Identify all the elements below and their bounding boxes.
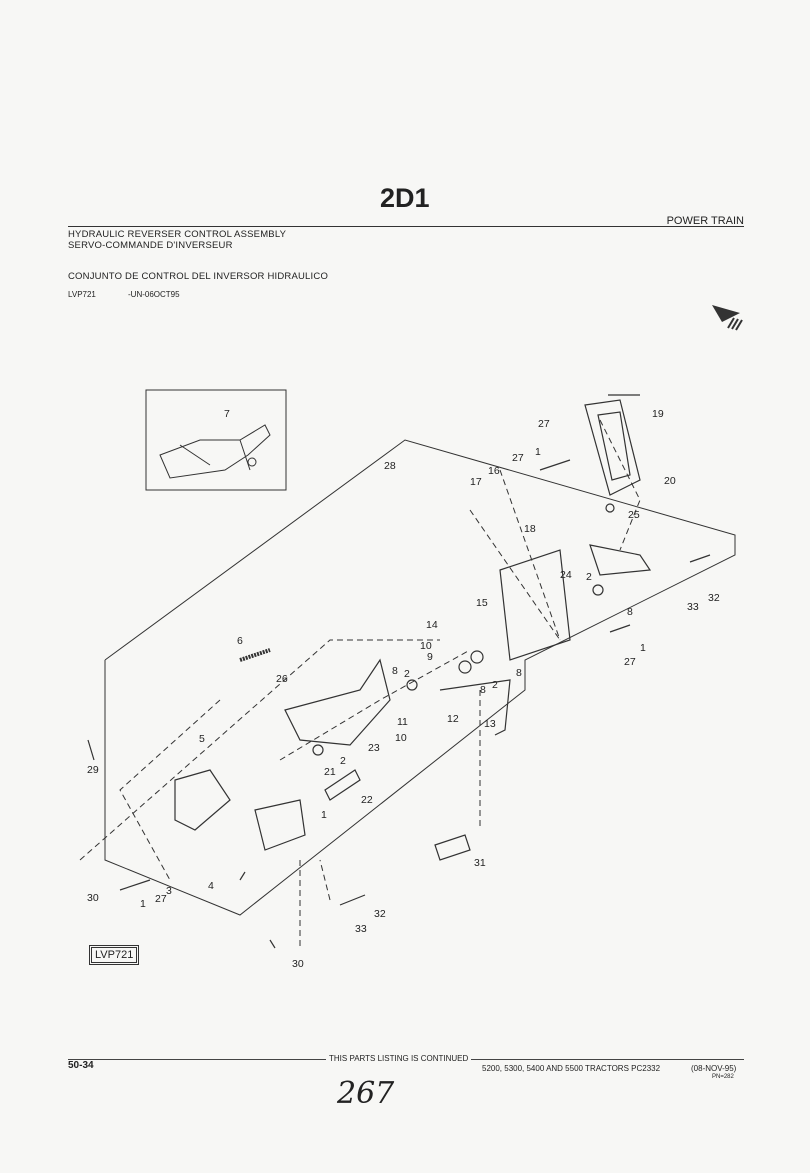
title-spanish: CONJUNTO DE CONTROL DEL INVERSOR HIDRAUL… [68,271,329,282]
illustration-label: LVP721 [88,945,140,965]
callout: 23 [368,742,380,754]
callout: 15 [476,597,488,609]
callout: 21 [324,766,336,778]
callout: 27 [155,893,167,905]
callout: 26 [276,673,288,685]
header-rule [68,226,744,227]
tractor-models: 5200, 5300, 5400 AND 5500 TRACTORS PC233… [482,1064,661,1073]
callout: 1 [321,809,327,821]
callout: 32 [708,592,720,604]
callout: 27 [538,418,550,430]
page-number: 50-34 [68,1060,94,1071]
callout: 25 [628,509,640,521]
callout: 8 [627,606,633,618]
callout: 8 [480,684,486,696]
callout: 2 [492,679,498,691]
callout: 8 [392,665,398,677]
callout: 2 [586,571,592,583]
callout: 16 [488,465,500,477]
callout: 6 [237,635,243,647]
continued-note: THIS PARTS LISTING IS CONTINUED [326,1054,472,1063]
callout: 12 [447,713,459,725]
callout: 5 [199,733,205,745]
callout: 31 [474,857,486,869]
callout: 19 [652,408,664,420]
callout: 20 [664,475,676,487]
serial-range: -UN-06OCT95 [128,290,180,299]
callout: 3 [166,885,172,897]
callout: 10 [395,732,407,744]
callout: 1 [140,898,146,910]
assembly-outline [104,439,736,916]
callout: 32 [374,908,386,920]
callout: 11 [397,716,408,728]
direction-arrow-icon [712,305,743,331]
callout: 9 [427,651,433,663]
callout: 24 [560,569,572,581]
title-english: HYDRAULIC REVERSER CONTROL ASSEMBLY [68,229,287,240]
title-french: SERVO-COMMANDE D'INVERSEUR [68,240,233,251]
callout: 13 [484,718,496,730]
callout: 2 [340,755,346,767]
callout: 10 [420,640,432,652]
publication-date: (08-NOV-95) [691,1064,737,1073]
callout: 4 [208,880,214,892]
group-name: POWER TRAIN [666,215,744,227]
file-number: PN=282 [712,1074,734,1080]
illustration-code: LVP721 [68,290,96,299]
callout: 27 [624,656,636,668]
callout: 1 [535,446,541,458]
callout: 29 [87,764,99,776]
inset-bracket [159,424,271,479]
callout: 22 [361,794,373,806]
callout: 2 [404,668,410,680]
callout: 7 [224,408,230,420]
callout: 17 [470,476,482,488]
callout: 30 [87,892,99,904]
callout: 18 [524,523,536,535]
callout: 28 [384,460,396,472]
callout: 30 [292,958,304,970]
callout: 14 [426,619,438,631]
handwritten-page-number: 267 [337,1076,395,1111]
callout: 33 [687,601,699,613]
dashed-leaders [79,419,641,950]
parts-linework [87,394,711,949]
callout: 33 [355,923,367,935]
inset-box [145,389,287,491]
callout: 27 [512,452,524,464]
callout-numbers: 7 28 27 19 27 1 16 17 20 18 25 24 2 32 3… [87,408,720,970]
callout: 8 [516,667,522,679]
section-number: 2D1 [380,183,430,213]
callout: 1 [640,642,646,654]
